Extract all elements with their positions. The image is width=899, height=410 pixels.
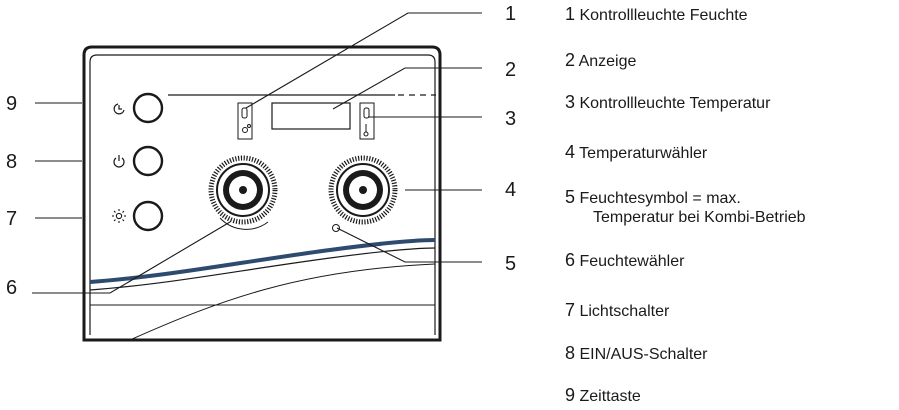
legend-item-6: 6 Feuchtewähler: [565, 251, 684, 271]
legend-text: Temperaturwähler: [579, 145, 708, 162]
legend-number: 8: [565, 343, 576, 363]
legend-text: Anzeige: [578, 53, 637, 70]
legend-text: Zeittaste: [579, 388, 641, 405]
callout-6: 6: [6, 277, 17, 299]
legend-item-3: 3 Kontrollleuchte Temperatur: [565, 93, 770, 113]
humidity-indicator: [237, 102, 253, 140]
legend-text-continued: Temperatur bei Kombi-Betrieb: [593, 209, 806, 226]
humidity-knob[interactable]: [208, 155, 278, 230]
callout-1: 1: [505, 3, 516, 25]
humidity-drops-icon: [242, 127, 248, 133]
callout-7: 7: [6, 208, 17, 230]
power-icon: [113, 155, 125, 168]
legend-text: EIN/AUS-Schalter: [579, 346, 708, 363]
humidity-symbol-icon: [332, 224, 340, 232]
legend-item-5: 5 Feuchtesymbol = max. Temperatur bei Ko…: [565, 188, 806, 227]
panel-wave: [89, 238, 436, 341]
time-button[interactable]: [113, 92, 164, 124]
light-button[interactable]: [112, 200, 164, 232]
legend-text: Lichtschalter: [579, 303, 670, 320]
legend-item-7: 7 Lichtschalter: [565, 301, 669, 321]
legend-text: Feuchtesymbol = max.: [579, 190, 741, 207]
temperature-knob[interactable]: [328, 155, 398, 232]
thermometer-icon: [363, 124, 369, 137]
leader-lines: [32, 12, 482, 294]
callout-8: 8: [6, 151, 17, 173]
legend-number: 2: [565, 50, 576, 70]
power-button[interactable]: [113, 145, 164, 177]
legend-number: 7: [565, 300, 576, 320]
legend-number: 4: [565, 142, 576, 162]
callout-2: 2: [505, 59, 516, 81]
temperature-indicator: [359, 102, 375, 140]
legend-number: 5: [565, 187, 576, 207]
callout-4: 4: [505, 179, 516, 201]
display: [271, 102, 351, 130]
legend-number: 9: [565, 385, 576, 405]
callout-9: 9: [6, 93, 17, 115]
callout-5: 5: [505, 253, 516, 275]
legend-number: 3: [565, 92, 576, 112]
clock-icon: [113, 103, 125, 115]
legend-item-4: 4 Temperaturwähler: [565, 143, 707, 163]
legend-text: Kontrollleuchte Temperatur: [579, 95, 771, 112]
callout-3: 3: [505, 108, 516, 130]
legend-text: Kontrollleuchte Feuchte: [579, 7, 748, 24]
legend-item-2: 2 Anzeige: [565, 51, 636, 71]
legend-text: Feuchtewähler: [579, 253, 685, 270]
legend-number: 1: [565, 4, 576, 24]
legend-number: 6: [565, 250, 576, 270]
light-icon: [112, 209, 126, 223]
legend-item-1: 1 Kontrollleuchte Feuchte: [565, 5, 748, 25]
legend-item-8: 8 EIN/AUS-Schalter: [565, 344, 708, 364]
legend-item-9: 9 Zeittaste: [565, 386, 641, 406]
